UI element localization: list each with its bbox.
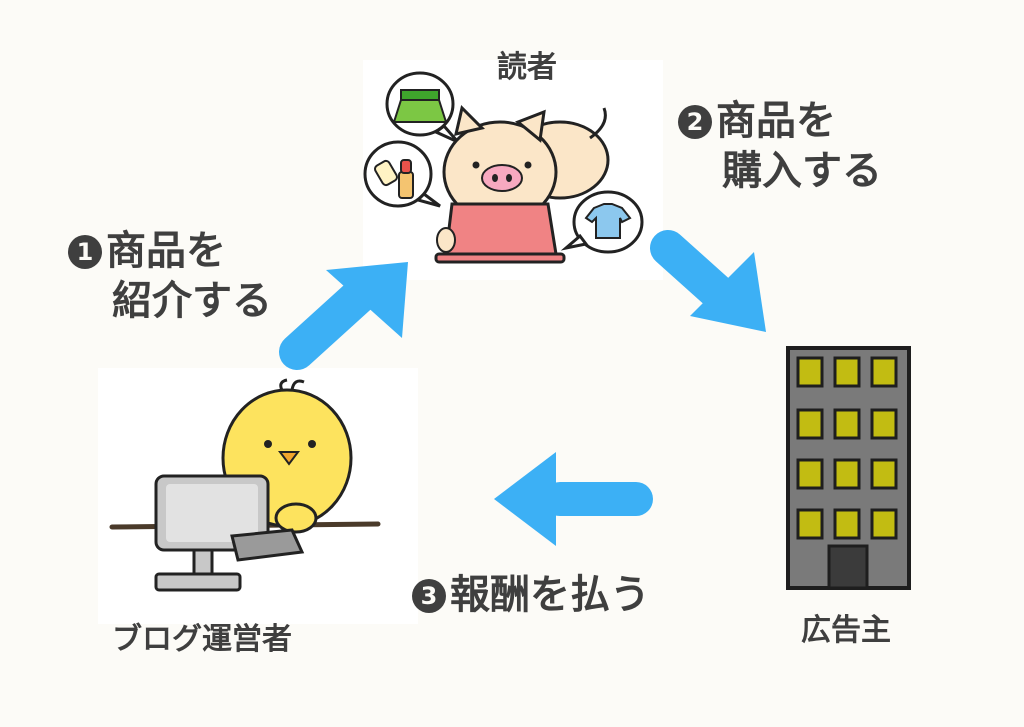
building-door bbox=[827, 544, 869, 590]
arrow-reader-to-advertiser bbox=[650, 230, 766, 332]
cosmetics-bubble-icon bbox=[363, 140, 441, 208]
building-window bbox=[796, 458, 824, 490]
shirt-bubble-icon bbox=[560, 190, 644, 254]
reader-label: 読者 bbox=[497, 50, 557, 85]
skirt-bubble-icon bbox=[385, 71, 460, 144]
building-window bbox=[870, 508, 898, 540]
laptop-icon bbox=[434, 202, 566, 264]
step-1-line2: 紹介する bbox=[112, 278, 272, 324]
building-window bbox=[870, 458, 898, 490]
step-2-line2: 購入する bbox=[722, 148, 882, 194]
arrow-blogger-to-reader bbox=[279, 262, 408, 370]
desktop-computer-icon bbox=[154, 474, 305, 592]
building-window bbox=[833, 408, 861, 440]
building-window bbox=[870, 408, 898, 440]
keyboard-icon bbox=[230, 528, 305, 562]
blogger-label: ブログ運営者 bbox=[112, 622, 292, 657]
step-3-line1: 報酬を払う bbox=[450, 572, 650, 618]
step-3-number: 3 bbox=[412, 579, 446, 613]
building-window bbox=[870, 356, 898, 388]
building-window bbox=[833, 508, 861, 540]
arrow-advertiser-to-blogger bbox=[494, 452, 653, 546]
building-windows bbox=[796, 356, 898, 540]
pig-character bbox=[442, 105, 610, 224]
building-window bbox=[796, 408, 824, 440]
step-1-line1: 商品を bbox=[106, 228, 226, 274]
building-window bbox=[796, 356, 824, 388]
step-1-number: 1 bbox=[68, 235, 102, 269]
building-window bbox=[796, 508, 824, 540]
step-2-number: 2 bbox=[678, 105, 712, 139]
building-window bbox=[833, 356, 861, 388]
building-window bbox=[833, 458, 861, 490]
step-2-line1: 商品を bbox=[716, 98, 836, 144]
advertiser-label: 広告主 bbox=[801, 613, 891, 648]
